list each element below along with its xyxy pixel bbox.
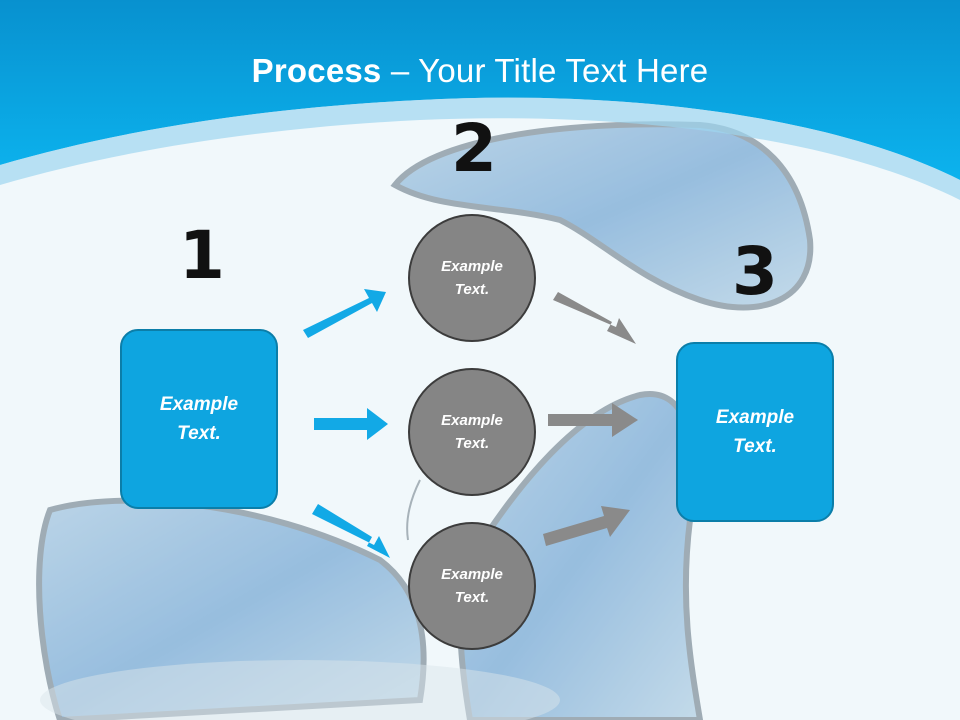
step-number-3: 3 xyxy=(732,233,778,310)
end-box: Example Text. xyxy=(676,342,834,522)
slide-title: Process – Your Title Text Here xyxy=(0,52,960,90)
step-number-1: 1 xyxy=(179,217,225,294)
circle-bottom: Example Text. xyxy=(408,522,536,650)
arrow-from-circle-bottom xyxy=(543,506,630,546)
title-bold: Process xyxy=(251,52,382,89)
arrow-from-circle-middle xyxy=(548,403,638,437)
arrow-to-circle-top xyxy=(303,289,386,338)
arrow-from-circle-top xyxy=(553,292,636,344)
circle-middle: Example Text. xyxy=(408,368,536,496)
butterfly-image xyxy=(36,121,814,720)
arrow-to-circle-bottom xyxy=(312,504,390,558)
start-box: Example Text. xyxy=(120,329,278,509)
title-text: – Your Title Text Here xyxy=(381,52,709,89)
step-number-2: 2 xyxy=(451,110,497,187)
circle-top: Example Text. xyxy=(408,214,536,342)
arrow-to-circle-middle xyxy=(314,408,388,440)
